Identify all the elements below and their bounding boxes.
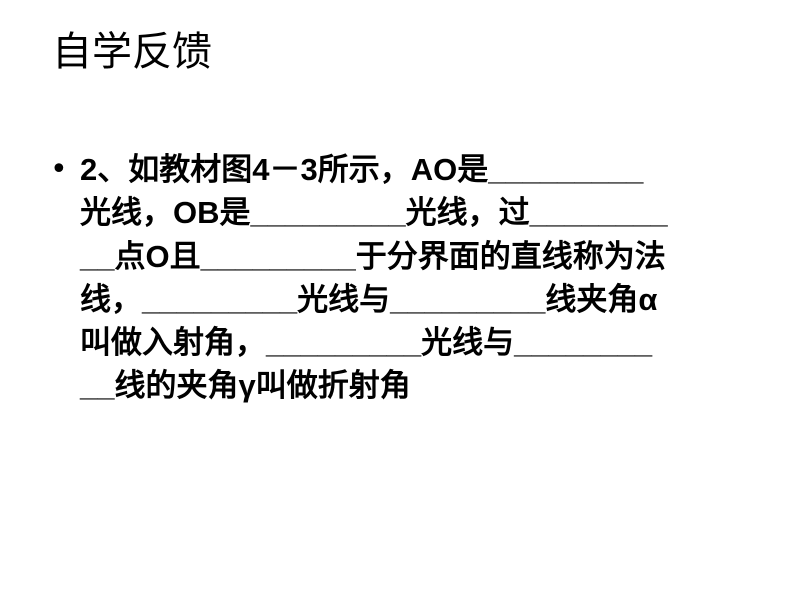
slide-title: 自学反馈 bbox=[52, 29, 212, 75]
bullet-marker: • bbox=[50, 152, 68, 187]
text-line: __线的夹角γ叫做折射角 bbox=[80, 368, 411, 404]
question-text: 2、如教材图4－3所示，AO是_________ 光线，OB是_________… bbox=[80, 148, 668, 408]
text-line: 光线，OB是_________光线，过________ bbox=[80, 195, 668, 231]
text-line: 线，_________光线与_________线夹角α bbox=[80, 281, 658, 317]
text-line: 2、如教材图4－3所示，AO是_________ bbox=[80, 152, 644, 187]
text-line: __点O且_________于分界面的直线称为法 bbox=[80, 238, 666, 274]
text-line: 叫做入射角，_________光线与________ bbox=[80, 325, 653, 361]
